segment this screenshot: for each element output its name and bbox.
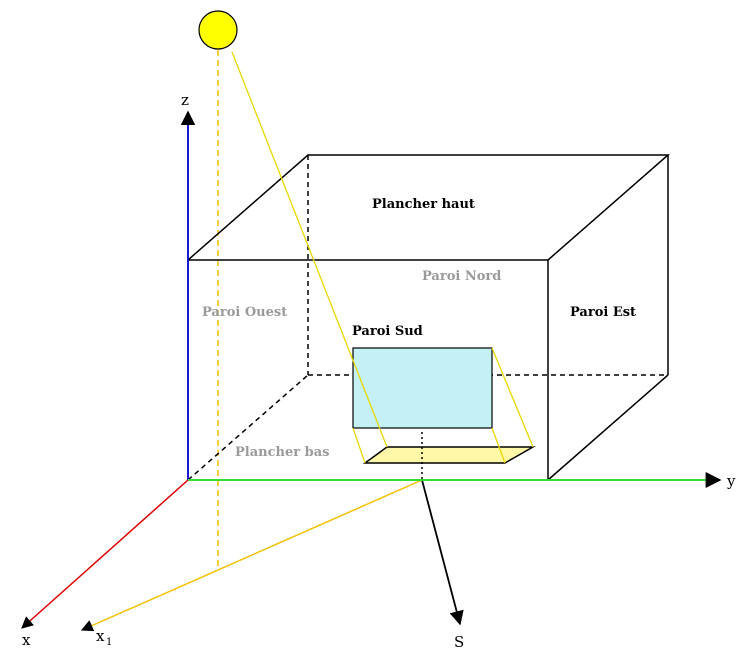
projection-right-bottom: [491, 427, 506, 464]
box-top-back-edges: [187, 154, 670, 261]
label-axis-z: z: [181, 91, 189, 109]
label-axis-x: x: [22, 631, 31, 649]
box-bottom-right-edge: [547, 374, 669, 481]
label-south: S: [454, 633, 464, 651]
label-axis-y: y: [726, 472, 736, 490]
label-north-wall: Paroi Nord: [422, 269, 501, 284]
sun-ray: [231, 51, 388, 448]
label-axis-x1: x: [96, 627, 105, 645]
axis-x: [21, 479, 189, 629]
window-shadow: [362, 446, 536, 464]
south-window: [352, 347, 493, 429]
label-top-floor: Plancher haut: [372, 197, 475, 212]
label-axis-x1-subscript: 1: [106, 637, 112, 648]
projection-right-top: [491, 347, 534, 448]
hidden-edge-left-bottom: [187, 374, 309, 481]
label-bottom-floor: Plancher bas: [235, 445, 329, 460]
label-east-wall: Paroi Est: [570, 305, 636, 320]
south-direction-arrow: [421, 479, 464, 626]
axis-x1: [80, 479, 423, 632]
projection-left-bottom: [352, 427, 366, 464]
sun-icon: [198, 10, 238, 50]
label-west-wall: Paroi Ouest: [202, 305, 287, 320]
label-south-wall: Paroi Sud: [352, 324, 423, 339]
